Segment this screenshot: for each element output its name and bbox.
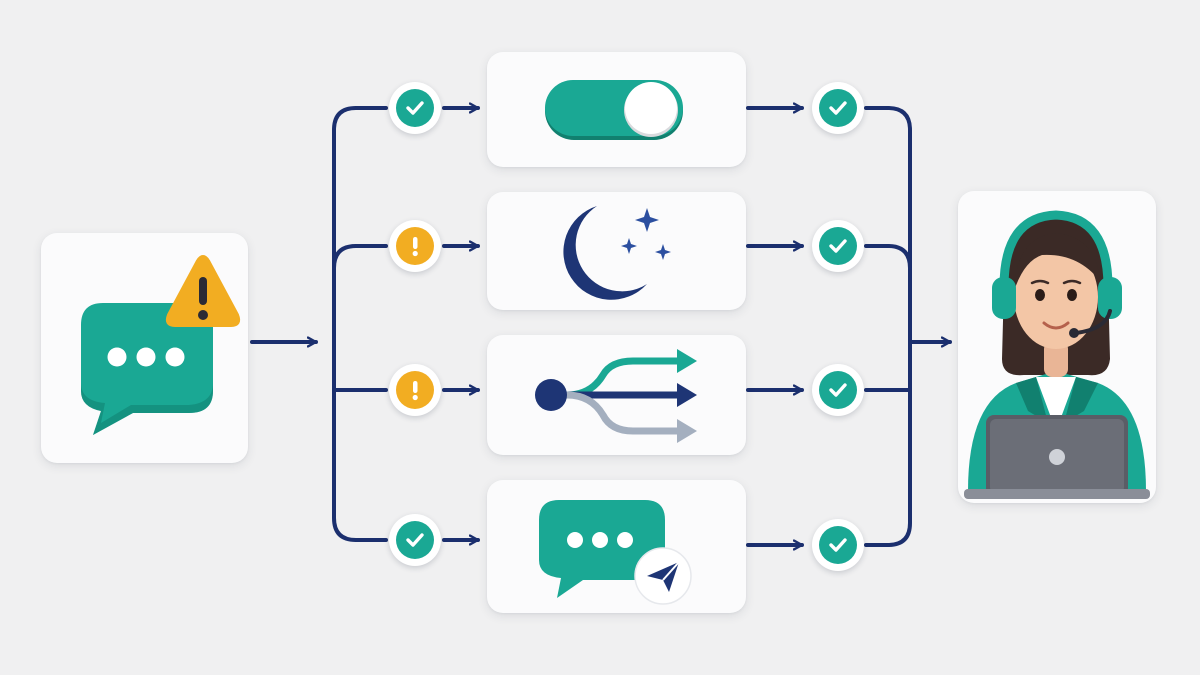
chat-bubble-with-warning-icon xyxy=(81,255,241,435)
fan-out-bus xyxy=(332,106,358,542)
step-card-reply xyxy=(487,480,746,613)
check-circle-icon xyxy=(829,538,847,552)
check-circle-icon xyxy=(829,101,847,115)
step-3-out-status xyxy=(812,364,864,416)
branching-routes-icon xyxy=(535,349,697,443)
toggle-switch-icon xyxy=(545,80,683,140)
step-card-night xyxy=(487,192,746,310)
step-4-in-status xyxy=(389,514,441,566)
check-circle-icon xyxy=(829,239,847,253)
agent-card xyxy=(958,191,1156,503)
moon-and-stars-icon xyxy=(563,206,671,300)
check-circle-icon xyxy=(829,383,847,397)
exclamation-circle-icon xyxy=(412,237,418,257)
support-agent-illustration xyxy=(964,210,1150,499)
source-card xyxy=(41,233,248,463)
step-1-in-status xyxy=(389,82,441,134)
step-card-toggle xyxy=(487,52,746,167)
step-2-out-status xyxy=(812,220,864,272)
step-4-out-status xyxy=(812,519,864,571)
chat-bubble-with-send-icon xyxy=(539,500,692,605)
fan-in-bus xyxy=(886,106,912,547)
step-card-routing xyxy=(487,335,746,455)
step-3-in-status xyxy=(389,364,441,416)
fan-out-branch-2 xyxy=(332,244,358,270)
check-circle-icon xyxy=(406,533,424,547)
exclamation-circle-icon xyxy=(412,381,418,401)
step-1-out-status xyxy=(812,82,864,134)
check-circle-icon xyxy=(406,101,424,115)
step-2-in-status xyxy=(389,220,441,272)
